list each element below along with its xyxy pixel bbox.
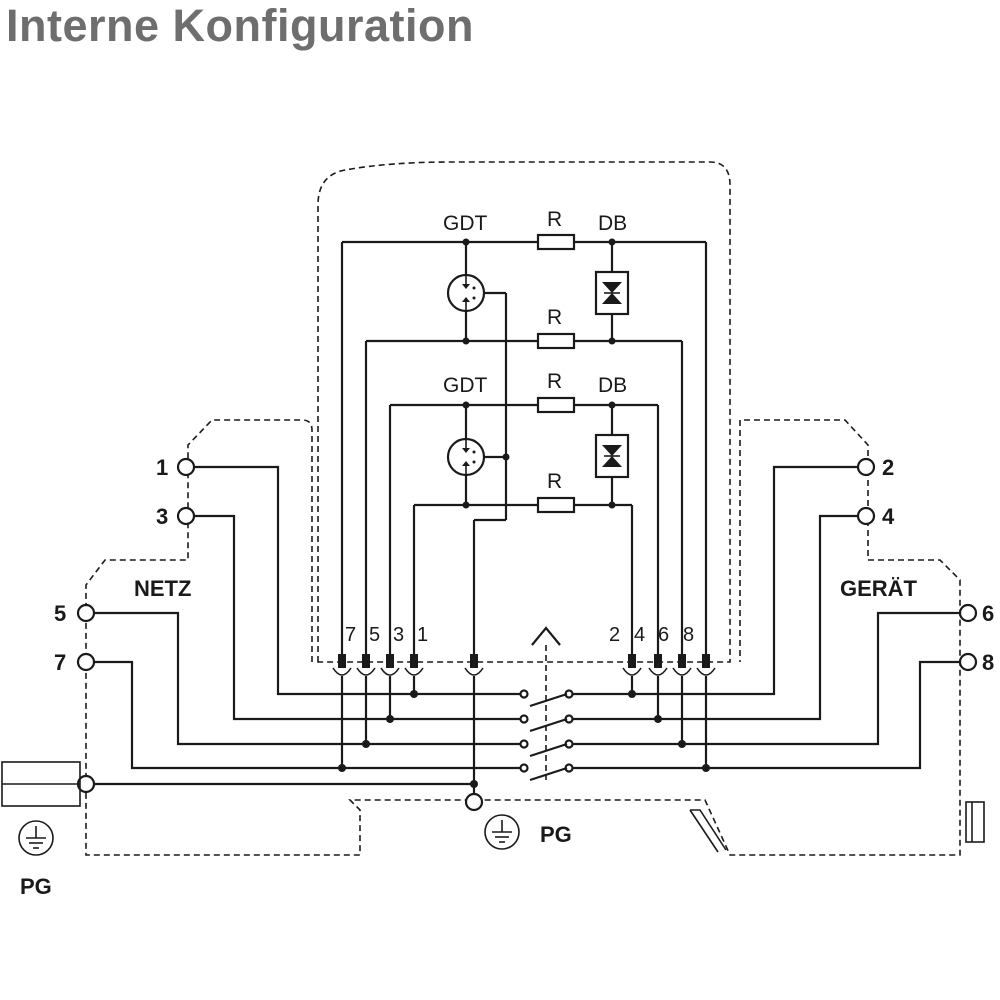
terminal-circle-icon[interactable] bbox=[76, 652, 96, 672]
housing-outline bbox=[85, 161, 961, 856]
ground-symbol-icon bbox=[18, 820, 54, 856]
terminal-circle-icon[interactable] bbox=[464, 792, 484, 812]
r-3-label: R bbox=[547, 370, 562, 393]
terminal-circle-icon[interactable] bbox=[856, 506, 876, 526]
pin-stubs bbox=[340, 676, 708, 793]
diode-block-icon bbox=[594, 433, 630, 479]
ground-label-left: PG bbox=[20, 874, 52, 899]
plug-pin-label-2: 2 bbox=[609, 624, 620, 646]
plug-pin-label-8: 8 bbox=[683, 624, 694, 646]
plug-pins bbox=[332, 654, 716, 676]
plug-pin bbox=[356, 654, 376, 676]
terminal-circle-icon[interactable] bbox=[176, 457, 196, 477]
gas-discharge-tube-icon bbox=[446, 437, 486, 477]
terminal-label-1: 1 bbox=[156, 455, 168, 480]
r-4-label: R bbox=[547, 470, 562, 493]
r-1-label: R bbox=[547, 208, 562, 231]
plug-pin-label-4: 4 bbox=[634, 624, 645, 646]
plug-pin bbox=[696, 654, 716, 676]
gdt-1-label: GDT bbox=[443, 212, 488, 235]
terminal-label-3: 3 bbox=[156, 504, 168, 529]
side-label-netz: NETZ bbox=[134, 576, 191, 601]
terminal-circle-icon[interactable] bbox=[958, 603, 978, 623]
plug-pin-label-3: 3 bbox=[393, 624, 404, 646]
gas-discharge-tube-icon bbox=[446, 273, 486, 313]
plug-pin bbox=[380, 654, 400, 676]
r-2-label: R bbox=[547, 306, 562, 329]
stage-upper bbox=[340, 238, 708, 655]
gdt-2-label: GDT bbox=[443, 374, 488, 397]
plug-pin-label-1: 1 bbox=[417, 624, 428, 646]
terminal-label-2: 2 bbox=[882, 455, 894, 480]
din-rail-clip bbox=[689, 801, 985, 853]
switch-contact-icon bbox=[519, 626, 574, 782]
terminal-label-6: 6 bbox=[982, 601, 994, 626]
terminal-circle-icon[interactable] bbox=[76, 603, 96, 623]
plug-pin bbox=[622, 654, 642, 676]
terminal-circle-icon[interactable] bbox=[958, 652, 978, 672]
terminal-label-4: 4 bbox=[882, 504, 895, 529]
page-title: Interne Konfiguration bbox=[6, 0, 474, 51]
gdt-ground-path bbox=[472, 293, 510, 655]
db-2-label: DB bbox=[598, 374, 627, 397]
db-1-label: DB bbox=[598, 212, 627, 235]
resistor-icon bbox=[536, 396, 576, 414]
resistor-icon bbox=[536, 332, 576, 350]
terminal-circle-icon[interactable] bbox=[176, 506, 196, 526]
terminal-label-5: 5 bbox=[54, 601, 66, 626]
ground-label-bottom: PG bbox=[540, 822, 572, 847]
plug-pin-label-5: 5 bbox=[369, 624, 380, 646]
plug-pin bbox=[672, 654, 692, 676]
plug-pin bbox=[404, 654, 424, 676]
din-rail bbox=[1, 761, 81, 807]
resistor-icon bbox=[536, 233, 576, 251]
stage-lower bbox=[388, 401, 660, 655]
plug-pin bbox=[464, 654, 484, 676]
terminal-label-7: 7 bbox=[54, 650, 66, 675]
line-wires bbox=[92, 465, 962, 788]
side-label-geraet: GERÄT bbox=[840, 576, 918, 601]
resistor-icon bbox=[536, 496, 576, 514]
plug-pin-label-6: 6 bbox=[658, 624, 669, 646]
ground-symbol-icon bbox=[484, 814, 520, 850]
diode-block-icon bbox=[594, 270, 630, 316]
plug-pin bbox=[332, 654, 352, 676]
terminal-label-8: 8 bbox=[982, 650, 994, 675]
terminal-circle-icon[interactable] bbox=[856, 457, 876, 477]
plug-pin-label-7: 7 bbox=[345, 624, 356, 646]
plug-pin bbox=[648, 654, 668, 676]
